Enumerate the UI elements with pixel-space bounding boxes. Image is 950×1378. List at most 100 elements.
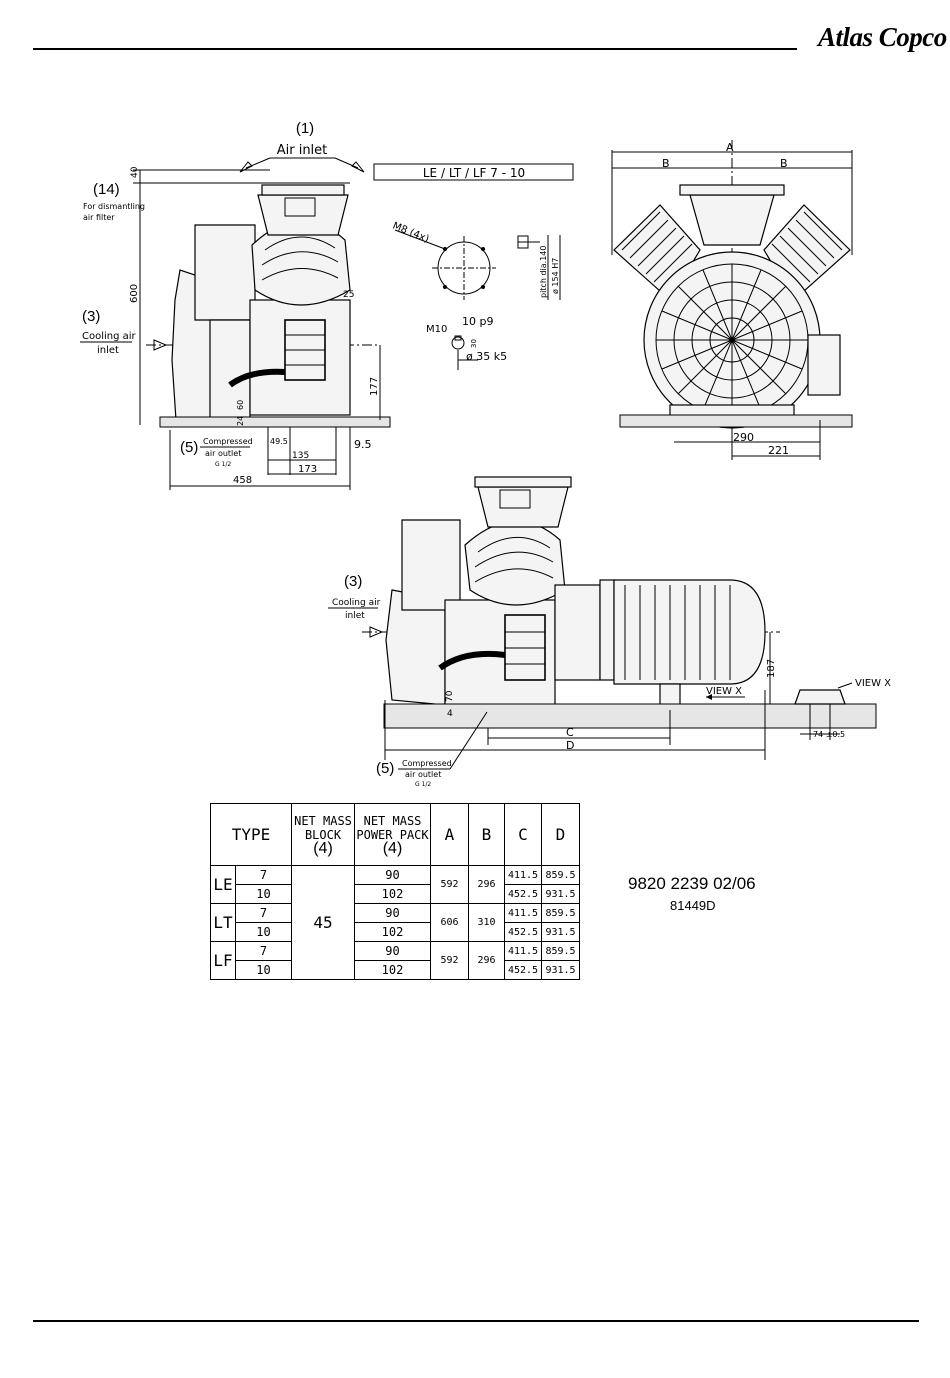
title-box-text: LE / LT / LF 7 - 10 [423,166,525,180]
dim-74: 74 ±0.5 [813,730,845,739]
row-pack: 90 [354,941,431,961]
header-rule [33,48,797,50]
outlet-label-1: Compressed [203,437,253,446]
row-d: 931.5 [541,960,580,980]
group-b: 310 [468,903,505,942]
header-a: A [430,803,469,866]
dim-m8: M8 (4x) [391,221,431,246]
group-a: 606 [430,903,469,942]
air-inlet-callout: (1) [296,120,314,137]
dim-60: 60 [236,400,245,410]
row-c: 452.5 [504,884,542,904]
header-block-line1: NET MASS [294,813,352,828]
table-row: 10 102 452.5 931.5 [211,922,580,942]
header-b: B [468,803,505,866]
dim-C: C [566,726,574,739]
group-name: LF [210,941,236,980]
power-pack-view: (3) Cooling air inlet VIEW X VIEW X [328,476,891,788]
dim-177: 177 [369,377,380,396]
header-pack-note: (4) [382,839,403,857]
pp-cooling-label-2: inlet [345,611,365,621]
pp-cooling-label-1: Cooling air [332,598,381,608]
dim-187: 187 [766,659,777,678]
cooling-label-1: Cooling air [82,331,137,342]
row-size: 10 [235,960,292,980]
header-pack-line1: NET MASS [363,813,422,828]
dim-9-5: 9.5 [354,438,372,451]
table-row: 10 102 452.5 931.5 [211,960,580,980]
pp-outlet-callout: (5) [376,760,394,777]
dim-135: 135 [292,451,309,461]
row-size: 10 [235,922,292,942]
row-c: 452.5 [504,922,542,942]
table-row: LE 7 45 90 592 296 411.5 859.5 [210,865,580,980]
view-x-label: VIEW X [855,678,891,689]
pp-cooling-callout: (3) [344,573,362,590]
dim-49-5: 49.5 [270,437,288,446]
atlas-copco-logo: Atlas Copco [818,22,947,52]
dim-25: 25 [343,290,354,300]
header-block: NET MASS BLOCK (4) [291,803,355,866]
dim-290: 290 [733,431,754,444]
dim-154: ø 154 H7 [551,258,560,294]
dim-30: 30 [470,339,478,348]
dim-70: 70 [445,690,455,702]
header-block-note: (4) [313,839,333,857]
header-c: C [504,803,542,866]
group-name: LE [210,865,236,904]
dim-458: 458 [233,475,252,486]
row-d: 859.5 [541,865,580,885]
filter-label-2: air filter [83,213,115,222]
row-size: 7 [235,903,292,923]
header-d: D [541,803,580,866]
document-number: 9820 2239 02/06 [628,874,756,893]
row-d: 859.5 [541,941,580,961]
pp-outlet-label-2: air outlet [405,770,441,779]
side-view: (1) Air inlet (14) For dismantling air f… [80,120,391,490]
dim-35k5: ø 35 k5 [466,350,507,363]
row-d: 931.5 [541,884,580,904]
outlet-label-3: G 1/2 [215,461,231,468]
table-row: LT 7 90 606 310 411.5 859.5 [210,903,580,942]
title-box [373,163,574,181]
row-pack: 102 [354,922,431,942]
row-pack: 102 [354,960,431,980]
row-c: 452.5 [504,960,542,980]
outlet-callout: (5) [180,439,198,456]
cooling-label-2: inlet [97,345,119,356]
dim-m10: M10 [426,324,447,335]
dim-pitch: pitch dia.140 [539,246,548,298]
filter-callout: (14) [93,181,120,198]
document-reference: 81449D [670,898,716,913]
dim-A: A [726,141,734,154]
group-b: 296 [468,865,505,904]
group-a: 592 [430,865,469,904]
view-x-arrow-label: VIEW X [706,686,742,697]
dim-B-right: B [780,157,788,170]
dim-40: 40 [130,166,140,178]
row-c: 411.5 [504,865,542,885]
header-type: TYPE [210,803,292,866]
group-b: 296 [468,941,505,980]
table-header-row: TYPE NET MASS BLOCK (4) NET MASS POWER P… [210,803,580,866]
row-c: 411.5 [504,903,542,923]
row-d: 859.5 [541,903,580,923]
cooling-callout: (3) [82,308,100,325]
dim-24: 24 [236,416,245,426]
group-a: 592 [430,941,469,980]
row-pack: 90 [354,903,431,923]
filter-label-1: For dismantling [83,202,145,211]
footer-rule [33,1320,919,1322]
dim-10p9: 10 p9 [462,315,493,328]
pp-outlet-label-1: Compressed [402,759,452,768]
air-inlet-label: Air inlet [277,143,328,158]
row-d: 931.5 [541,922,580,942]
row-size: 10 [235,884,292,904]
outlet-label-2: air outlet [205,449,241,458]
table-row: LF 7 90 592 296 411.5 859.5 [210,941,580,980]
header-block-line2: BLOCK [304,827,342,842]
fan-spokes [656,264,808,416]
row-pack: 102 [354,884,431,904]
view-x-arrow-icon [706,694,712,700]
